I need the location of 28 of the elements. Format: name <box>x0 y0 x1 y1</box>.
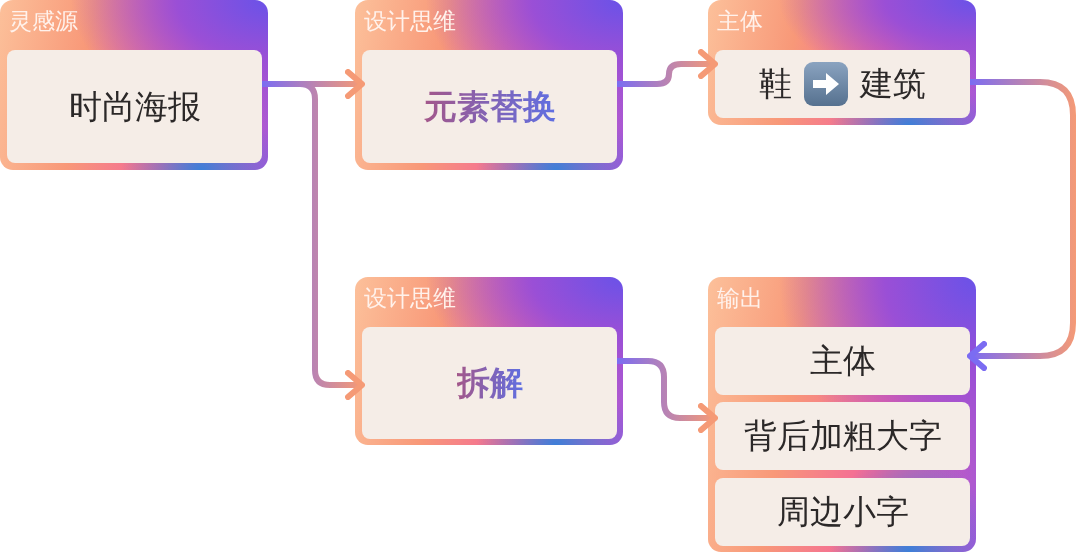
card-title: 输出 <box>717 285 763 313</box>
item-text: 周边小字 <box>776 493 909 531</box>
item-box <box>362 327 617 439</box>
card-title: 设计思维 <box>364 8 456 36</box>
item-box <box>715 50 970 118</box>
item-text: 元素替换 <box>423 87 556 126</box>
connector-arrow <box>967 79 1076 371</box>
stage-card <box>355 277 623 445</box>
item-text: 主体 <box>809 342 876 380</box>
item-box <box>715 478 970 546</box>
item-box <box>715 327 970 395</box>
card-title: 设计思维 <box>364 285 456 313</box>
stage-card <box>708 277 976 552</box>
item-box <box>715 402 970 470</box>
connector-arrow <box>617 358 718 433</box>
item-text: 背后加粗大字 <box>743 417 942 455</box>
stage-card <box>355 0 623 170</box>
connector-arrow <box>617 49 718 87</box>
item-box <box>362 50 617 163</box>
stage-card <box>708 0 976 125</box>
stage-card <box>0 0 268 170</box>
item-text: 建筑 <box>860 65 926 103</box>
item-text: 时尚海报 <box>68 87 201 126</box>
item-text: 拆解 <box>456 364 523 402</box>
item-box <box>7 50 262 163</box>
card-title: 灵感源 <box>9 8 78 36</box>
item-text: 鞋 <box>759 65 792 103</box>
card-title: 主体 <box>717 8 763 36</box>
